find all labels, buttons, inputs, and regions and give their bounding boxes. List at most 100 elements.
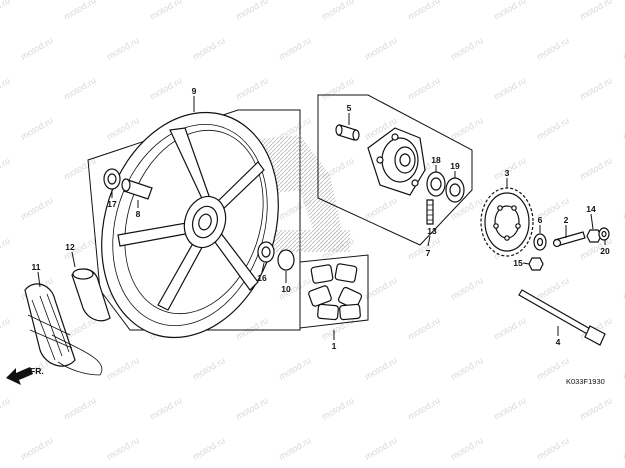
callout-17: 17 xyxy=(107,199,117,209)
watermark-text: motod.ru xyxy=(234,315,270,341)
watermark-text: motod.ru xyxy=(0,155,12,181)
watermark-text: motod.ru xyxy=(363,195,399,221)
watermark-text: motod.ru xyxy=(105,435,141,461)
watermark-text: motod.ru xyxy=(621,195,625,221)
watermark-text: motod.ru xyxy=(277,35,313,61)
watermark-text: motod.ru xyxy=(578,75,614,101)
watermark-text: motod.ru xyxy=(19,435,55,461)
watermark-text: motod.ru xyxy=(492,155,528,181)
watermark-text: motod.ru xyxy=(320,75,356,101)
watermark-text: motod.ru xyxy=(62,395,98,421)
watermark-text: motod.ru xyxy=(363,35,399,61)
wheel-damper-rubber xyxy=(308,263,363,321)
o-ring-10 xyxy=(277,249,295,271)
callout-15: 15 xyxy=(513,258,523,268)
watermark-text: motod.ru xyxy=(0,0,12,22)
callout-1: 1 xyxy=(332,341,337,351)
watermark-text: motod.ru xyxy=(621,355,625,381)
watermark-text: motod.ru xyxy=(191,435,227,461)
watermark-text: motod.ru xyxy=(105,355,141,381)
watermark-text: motod.ru xyxy=(62,0,98,22)
watermark-text: motod.ru xyxy=(19,35,55,61)
watermark-text: motod.ru xyxy=(62,75,98,101)
watermark-text: motod.ru xyxy=(148,75,184,101)
watermark-text: motod.ru xyxy=(406,0,442,22)
watermark-text: motod.ru xyxy=(492,0,528,22)
callout-14: 14 xyxy=(586,204,596,214)
watermark-text: motod.ru xyxy=(277,355,313,381)
watermark-text: motod.ru xyxy=(148,395,184,421)
watermark-text: motod.ru xyxy=(621,275,625,301)
front-direction-arrow xyxy=(6,367,33,385)
stud-bolt-5 xyxy=(335,124,360,141)
watermark-text: motod.ru xyxy=(148,0,184,22)
watermark-text: motod.ru xyxy=(449,115,485,141)
watermark-text: motod.ru xyxy=(535,435,571,461)
watermark-text: motod.ru xyxy=(19,115,55,141)
damper-frame xyxy=(299,254,369,329)
watermark-text: motod.ru xyxy=(406,315,442,341)
callout-7: 7 xyxy=(426,248,431,258)
watermark-text: motod.ru xyxy=(105,115,141,141)
watermark-text: motod.ru xyxy=(621,35,625,61)
watermark-text: motod.ru xyxy=(320,0,356,22)
watermark-text: motod.ru xyxy=(363,435,399,461)
watermark-text: motod.ru xyxy=(535,115,571,141)
bearing-18 xyxy=(426,171,446,197)
front-direction-label: FR. xyxy=(30,366,44,376)
watermark-text: motod.ru xyxy=(578,0,614,22)
callout-10: 10 xyxy=(281,284,291,294)
watermark-text: motod.ru xyxy=(578,155,614,181)
callout-12: 12 xyxy=(65,242,75,252)
callout-4: 4 xyxy=(556,337,561,347)
watermark-text: motod.ru xyxy=(535,275,571,301)
bearing-16 xyxy=(257,241,275,263)
callout-5: 5 xyxy=(347,103,352,113)
watermark-text: motod.ru xyxy=(0,395,12,421)
chain-adjuster-2 xyxy=(552,231,586,248)
watermark-text: motod.ru xyxy=(449,35,485,61)
watermark-text: motod.ru xyxy=(449,355,485,381)
watermark-text: motod.ru xyxy=(492,395,528,421)
callout-3: 3 xyxy=(505,168,510,178)
watermark-text: motod.ru xyxy=(277,435,313,461)
callout-19: 19 xyxy=(450,161,460,171)
watermark-text: motod.ru xyxy=(621,115,625,141)
final-driven-flange xyxy=(367,127,426,196)
stud-13 xyxy=(426,199,434,225)
callout-18: 18 xyxy=(431,155,441,165)
callout-11: 11 xyxy=(32,262,41,272)
watermark-text: motod.ru xyxy=(578,395,614,421)
watermark-text: motod.ru xyxy=(234,0,270,22)
watermark-text: motod.ru xyxy=(0,315,12,341)
watermark-text: motod.ru xyxy=(492,75,528,101)
part-code: K033F1930 xyxy=(566,377,605,386)
callout-2: 2 xyxy=(564,215,569,225)
watermark-text: motod.ru xyxy=(234,395,270,421)
watermark-text: motod.ru xyxy=(234,75,270,101)
watermark-text: motod.ru xyxy=(406,395,442,421)
bearing-17 xyxy=(103,168,121,190)
driven-sprocket-3 xyxy=(480,187,534,257)
watermark-text: motod.ru xyxy=(449,435,485,461)
washer-20 xyxy=(598,227,610,241)
watermark-text: motod.ru xyxy=(406,235,442,261)
callout-labels: 1 2 3 4 5 6 7 8 9 10 11 12 13 14 15 16 1… xyxy=(32,86,610,351)
rear-wheel xyxy=(101,111,279,339)
watermark-text: motod.ru xyxy=(621,435,625,461)
watermark-text: motod.ru xyxy=(191,355,227,381)
rear-axle-4 xyxy=(518,289,606,346)
tube-12 xyxy=(71,268,111,322)
callout-9: 9 xyxy=(192,86,197,96)
callout-6: 6 xyxy=(538,215,543,225)
callout-16: 16 xyxy=(257,273,267,283)
watermark-text: motod.ru xyxy=(0,235,12,261)
oil-seal-19 xyxy=(445,177,465,203)
callout-13: 13 xyxy=(427,226,437,236)
watermark-text: motod.ru xyxy=(0,75,12,101)
watermark-text: motod.ru xyxy=(62,155,98,181)
watermark-text: motod.ru xyxy=(19,195,55,221)
nut-14 xyxy=(586,229,602,243)
collar-8 xyxy=(121,178,153,200)
